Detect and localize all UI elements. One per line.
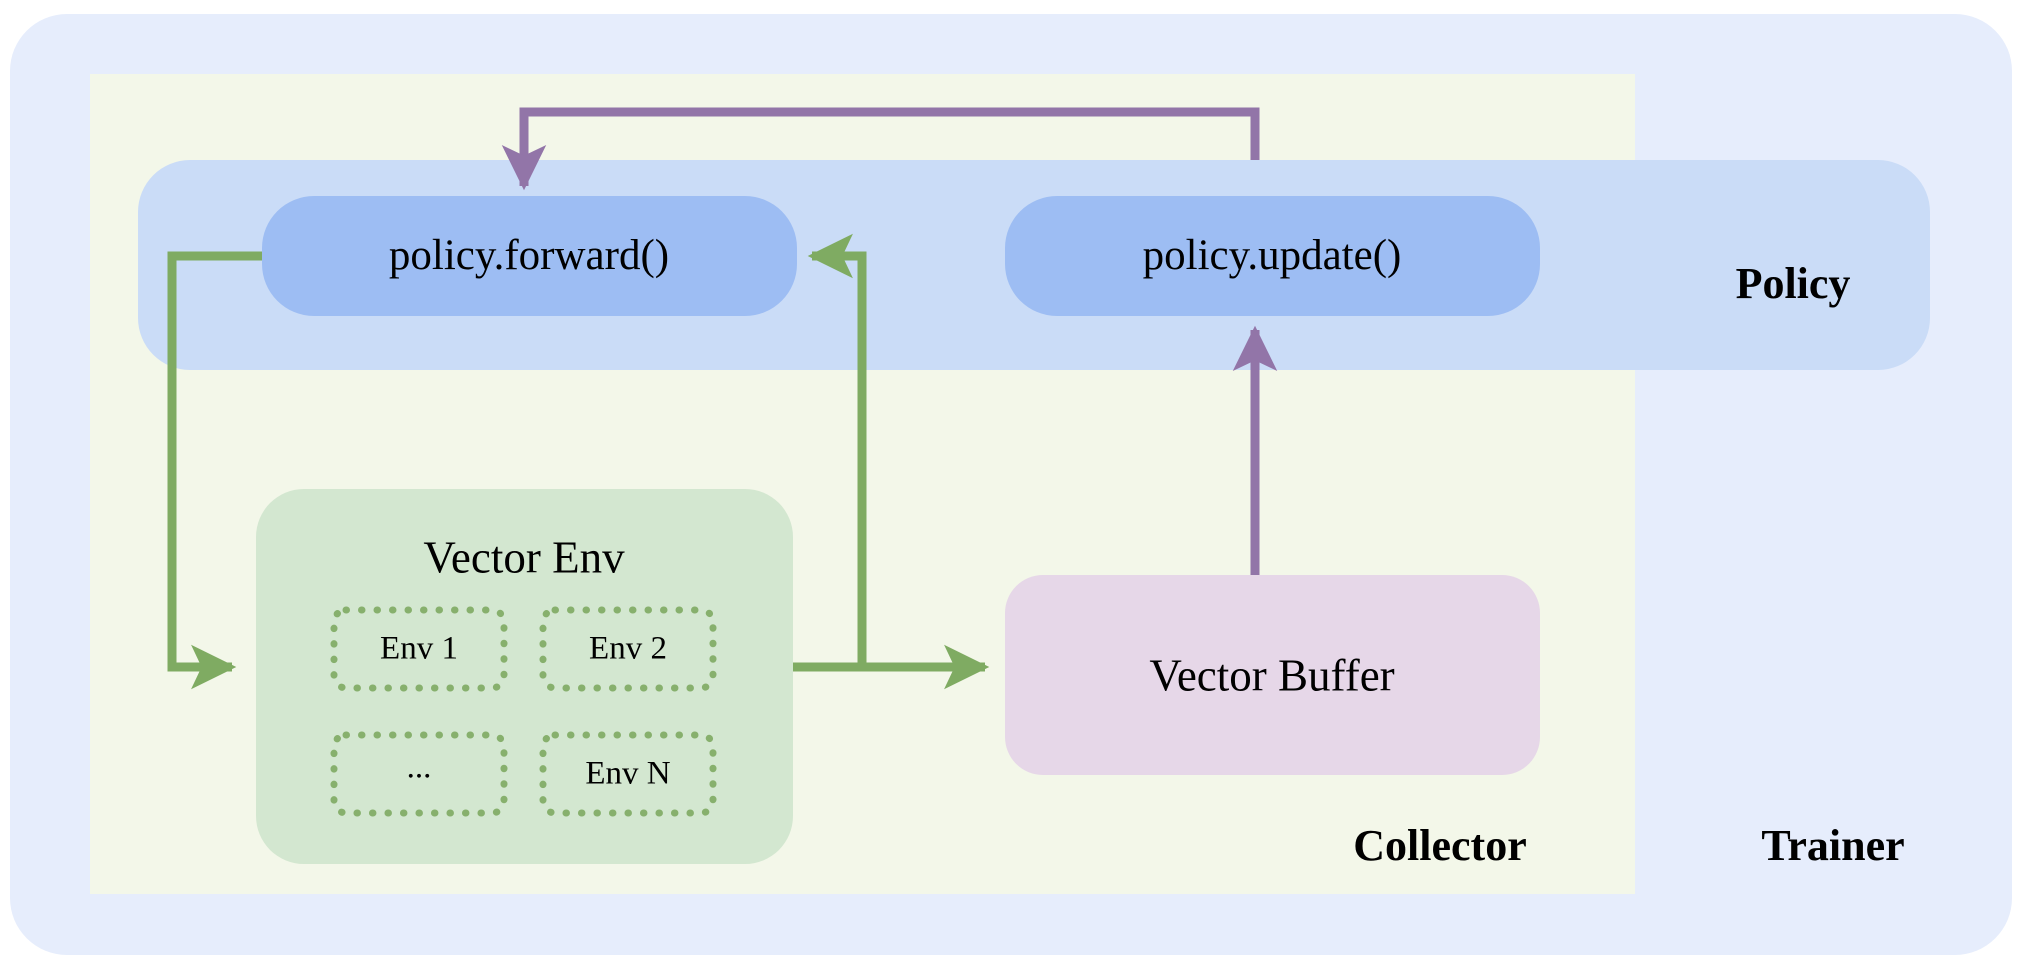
env-box-0-label: Env 1 <box>380 631 458 667</box>
node-vector-buffer[interactable]: Vector Buffer <box>1005 575 1540 775</box>
policy-group-label: Policy <box>1736 259 1851 308</box>
env-box-1[interactable]: Env 2 <box>539 606 717 692</box>
env-box-3[interactable]: Env N <box>539 731 717 817</box>
edge-forward-to-env <box>167 251 262 690</box>
trainer-group-label: Trainer <box>1761 821 1904 870</box>
env-box-2[interactable]: ... <box>330 731 508 817</box>
collector-group-label: Collector <box>1353 821 1526 870</box>
edge-update-to-forward <box>501 107 1260 191</box>
node-policy-forward[interactable]: policy.forward() <box>262 196 797 316</box>
vector-env-label: Vector Env <box>423 532 625 582</box>
policy-forward-label: policy.forward() <box>389 232 669 279</box>
env-box-0[interactable]: Env 1 <box>330 606 508 692</box>
env-box-2-label: ... <box>407 750 432 786</box>
env-box-3-label: Env N <box>585 756 670 792</box>
env-box-1-label: Env 2 <box>589 631 667 667</box>
node-policy-update[interactable]: policy.update() <box>1005 196 1540 316</box>
vector-buffer-label: Vector Buffer <box>1149 650 1394 700</box>
node-vector-env[interactable]: Vector Env Env 1 Env 2 ... Env N <box>256 489 793 864</box>
policy-update-label: policy.update() <box>1143 232 1402 279</box>
